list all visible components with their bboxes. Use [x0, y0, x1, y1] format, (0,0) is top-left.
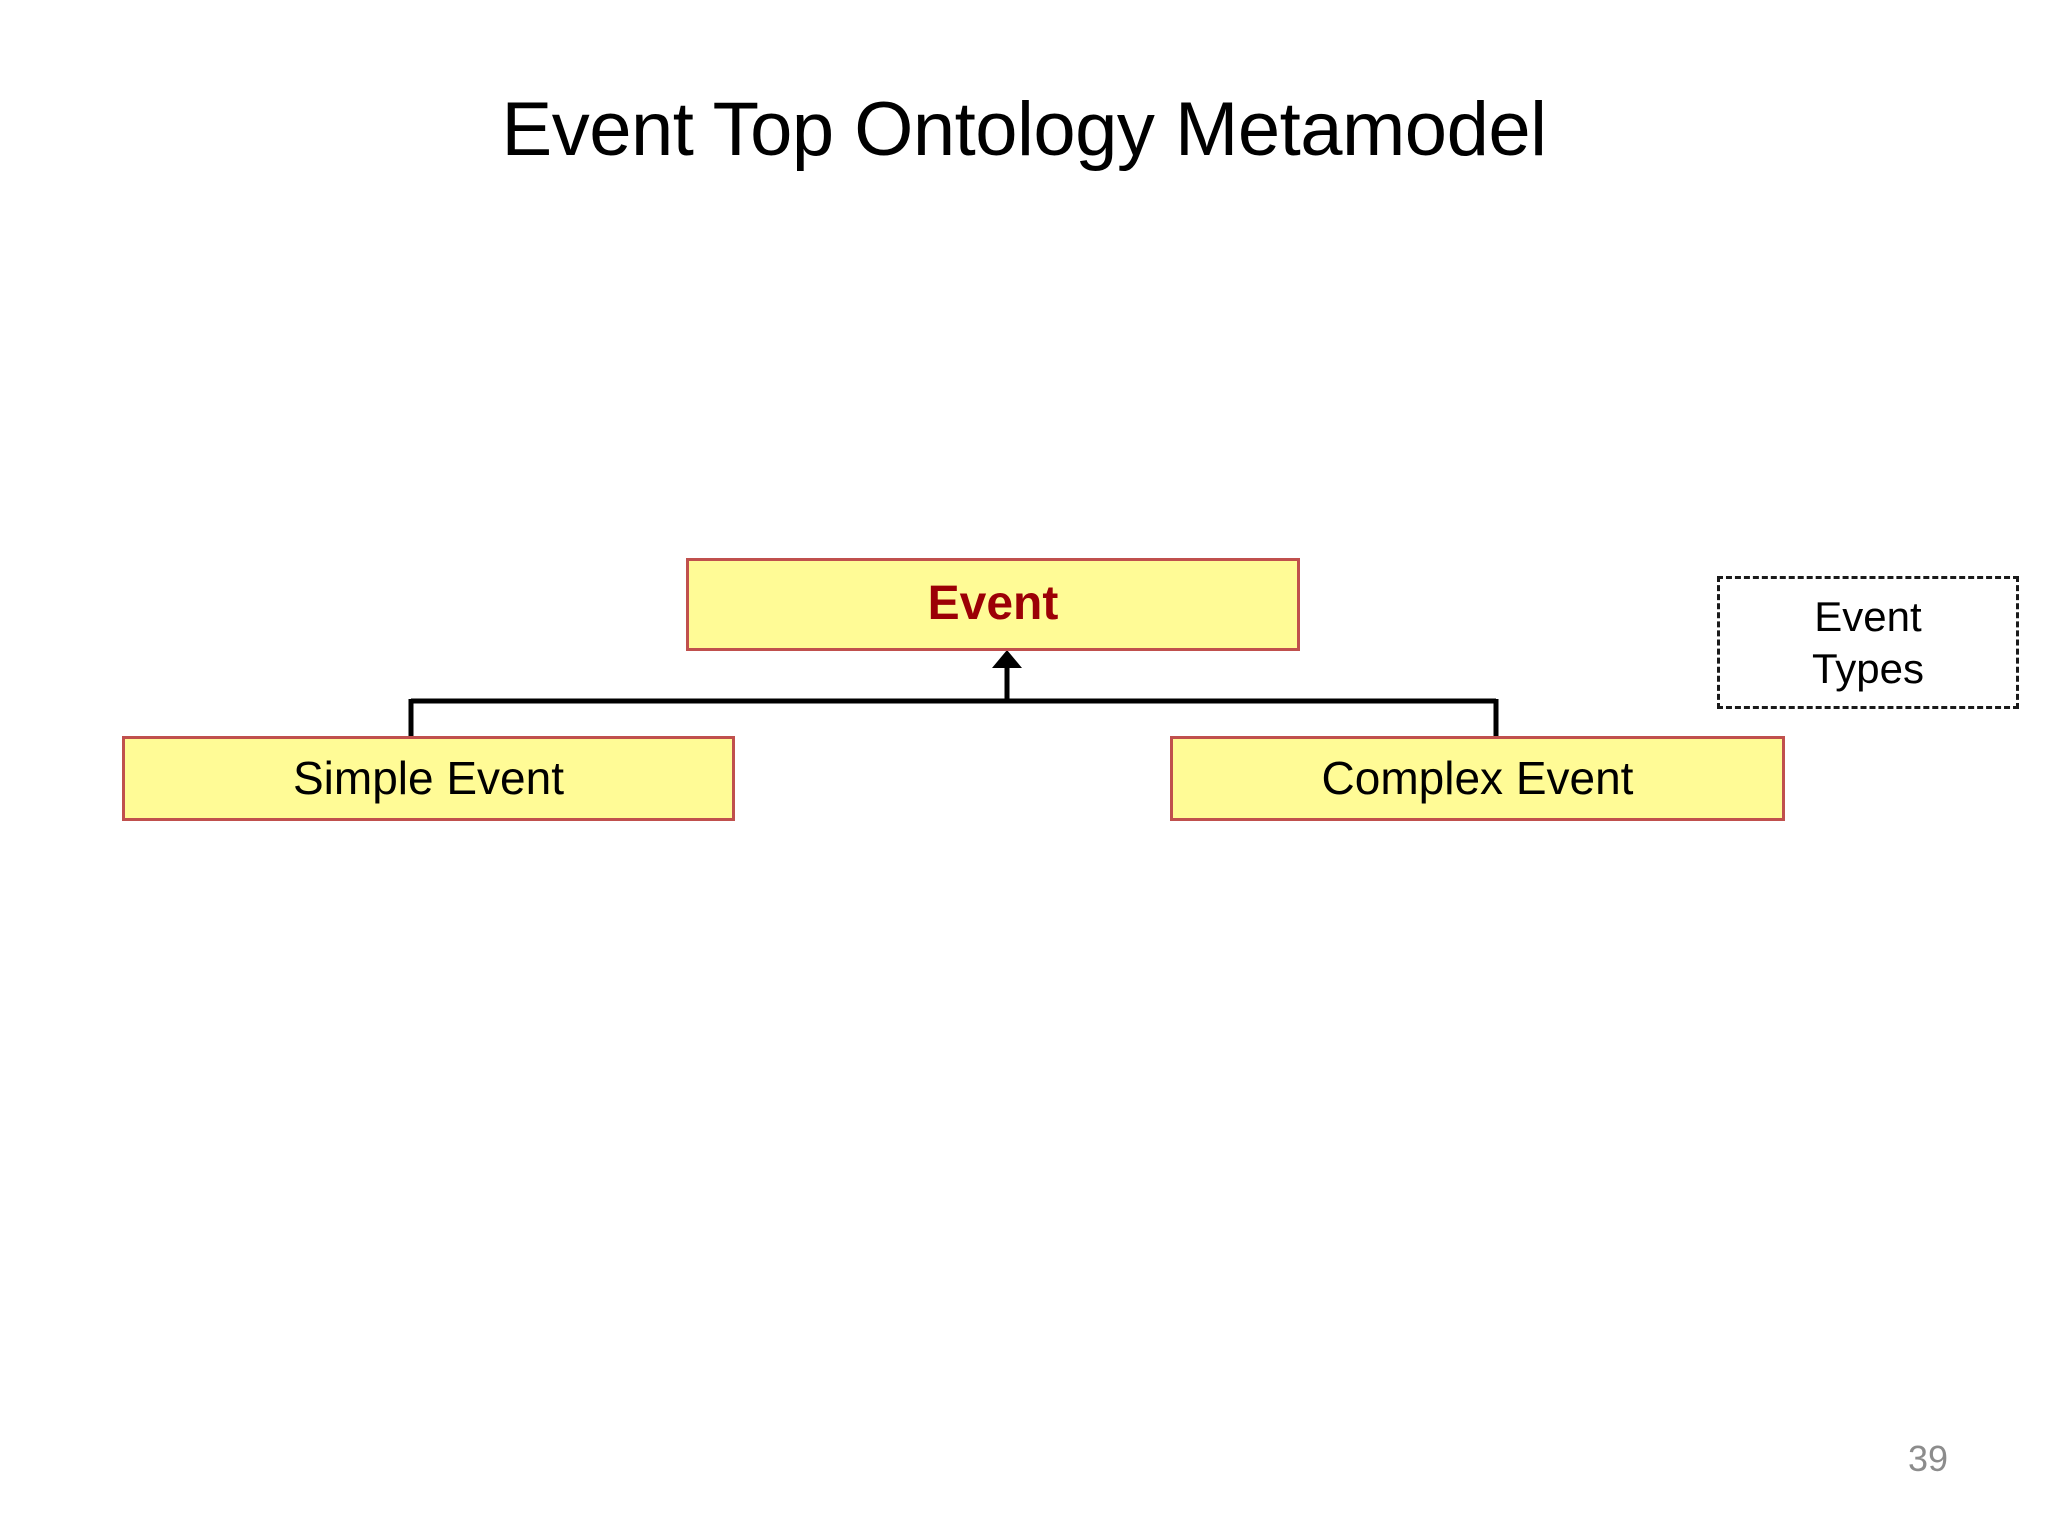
class-box-event-label: Event — [927, 577, 1059, 631]
annotation-line-2: Types — [1811, 644, 1925, 692]
generalization-arrowhead — [992, 650, 1022, 668]
class-box-complex-event-label: Complex Event — [1321, 752, 1634, 805]
class-box-simple-event[interactable]: Simple Event — [122, 736, 735, 821]
page-number: 39 — [1907, 1438, 1949, 1479]
annotation-line-1: Event — [1814, 593, 1922, 641]
annotation-box-event-types[interactable]: Event Types — [1717, 576, 2019, 709]
class-box-event[interactable]: Event — [686, 558, 1300, 651]
class-box-simple-event-label: Simple Event — [292, 752, 564, 805]
class-box-complex-event[interactable]: Complex Event — [1170, 736, 1785, 821]
page-title: Event Top Ontology Metamodel — [501, 87, 1548, 172]
